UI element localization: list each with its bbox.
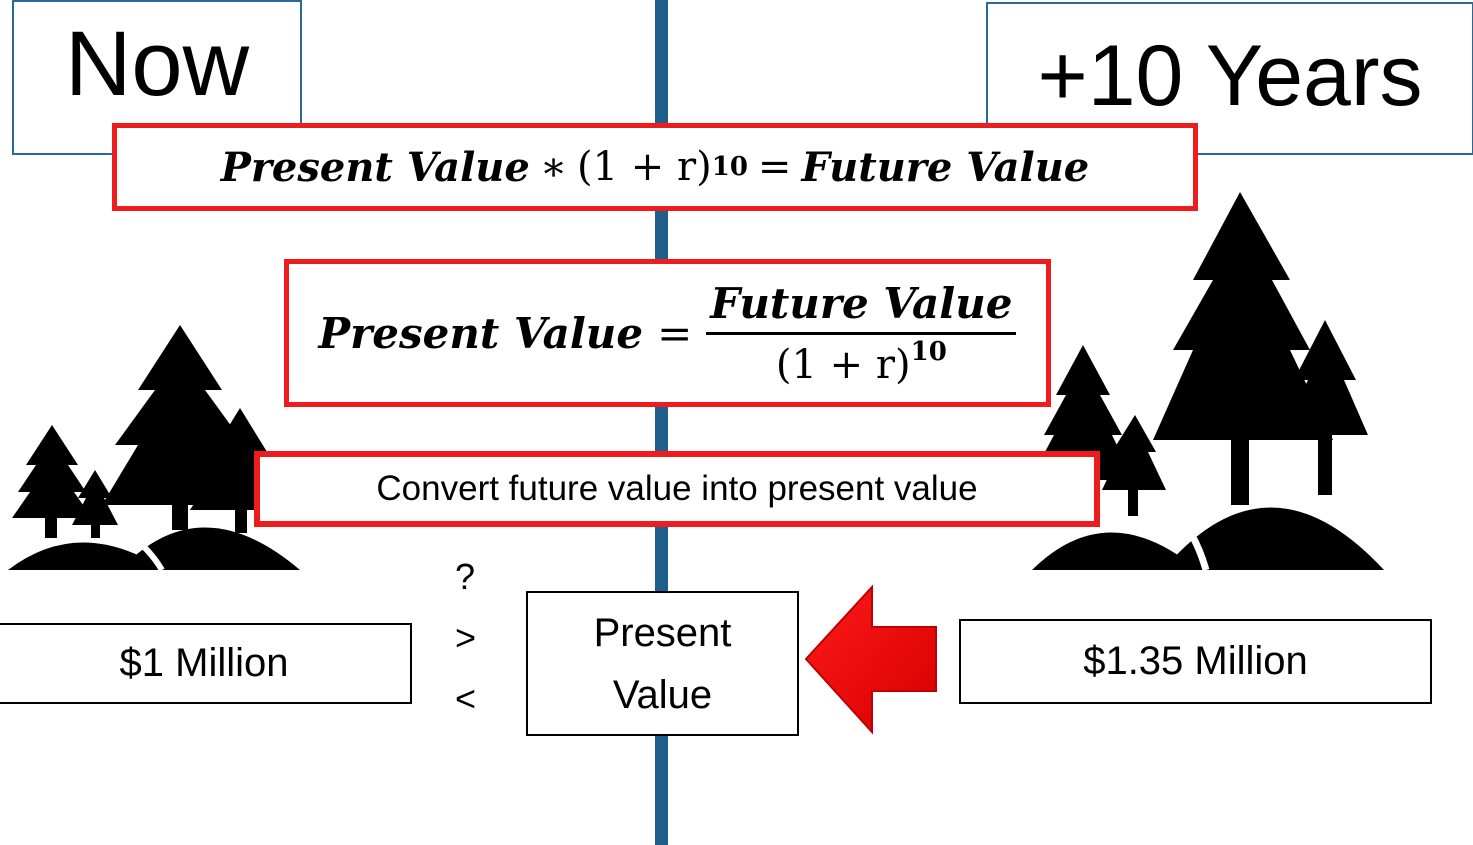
present-value-line2: Value xyxy=(612,672,713,717)
present-value-formula: Present Value = Future Value (1 + r)10 xyxy=(284,259,1051,407)
formula-present-value: Present Value xyxy=(220,143,530,191)
formula-growth-factor: (1 + r) xyxy=(577,144,712,190)
now-label: Now xyxy=(64,13,250,115)
present-value-line1: Present xyxy=(593,610,732,655)
future-amount: $1.35 Million xyxy=(1083,639,1308,683)
formula2-present-value: Present Value xyxy=(318,308,644,358)
future-amount-box: $1.35 Million xyxy=(959,619,1432,704)
formula2-numerator: Future Value xyxy=(710,278,1013,328)
formula-exponent: 10 xyxy=(711,152,748,182)
convert-note-text: Convert future value into present value xyxy=(376,469,978,508)
future-label: +10 Years xyxy=(1037,28,1423,124)
fraction-bar xyxy=(706,331,1017,335)
formula2-equals-operator: = xyxy=(657,308,693,358)
formula2-denominator-group: (1 + r)10 xyxy=(776,335,947,388)
comparison-greater: > xyxy=(455,617,477,658)
comparison-less: < xyxy=(455,678,477,719)
convert-note: Convert future value into present value xyxy=(254,451,1100,527)
formula2-denominator: (1 + r) xyxy=(775,341,911,388)
formula-equals-operator: = xyxy=(757,144,792,190)
present-value-box: Present Value xyxy=(526,591,799,736)
now-amount: $1 Million xyxy=(119,641,289,685)
future-value-formula: Present Value ∗ (1 + r) 10 = Future Valu… xyxy=(112,123,1198,211)
small-forest-icon xyxy=(8,325,300,572)
formula2-fraction: Future Value (1 + r)10 xyxy=(706,278,1017,388)
now-amount-box: $1 Million xyxy=(0,623,412,704)
comparison-question: ? xyxy=(455,556,476,597)
formula-future-value: Future Value xyxy=(801,143,1090,191)
large-forest-icon xyxy=(1030,192,1384,571)
left-arrow-icon xyxy=(804,585,937,735)
formula-times-operator: ∗ xyxy=(539,144,567,190)
formula2-exponent: 10 xyxy=(910,336,947,367)
